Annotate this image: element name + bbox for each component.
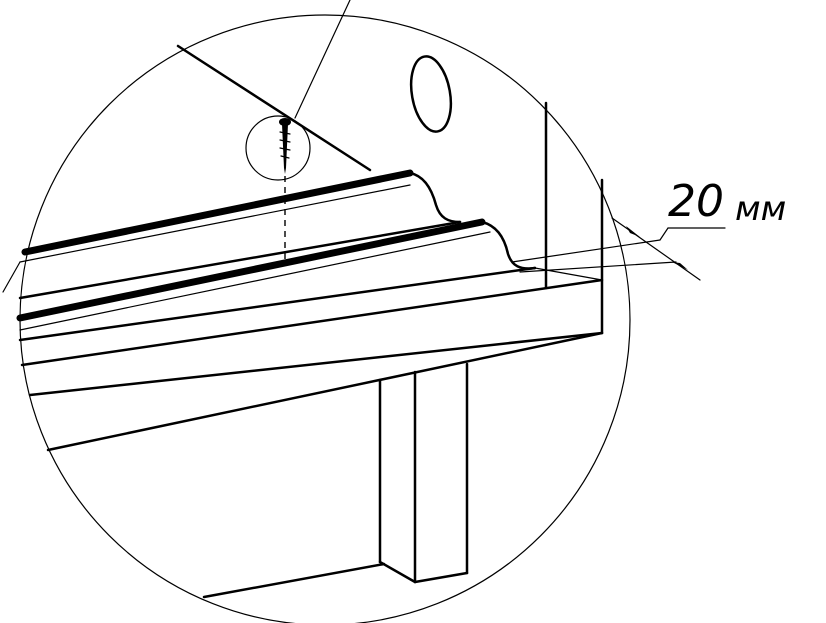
- detail-circle: [19, 14, 631, 623]
- upper-molding: [18, 169, 462, 300]
- dimension-value: 20: [668, 176, 724, 227]
- lower-molding: [16, 218, 537, 342]
- shelf-beam: [20, 267, 604, 452]
- screw-callout-circle: [245, 115, 311, 181]
- wall-hole: [409, 55, 453, 133]
- support-post: [378, 362, 469, 584]
- screw-icon: [279, 118, 291, 174]
- dimension-arrow-upper: [626, 226, 640, 237]
- ceiling-edge: [176, 44, 372, 172]
- dimension-20mm: [511, 217, 726, 281]
- dimension-unit: мм: [735, 189, 786, 229]
- leader-line-top: [294, 0, 351, 119]
- dimension-arrow-lower: [672, 262, 688, 270]
- leader-line-left: [2, 261, 21, 293]
- bottom-board-edge: [202, 562, 386, 599]
